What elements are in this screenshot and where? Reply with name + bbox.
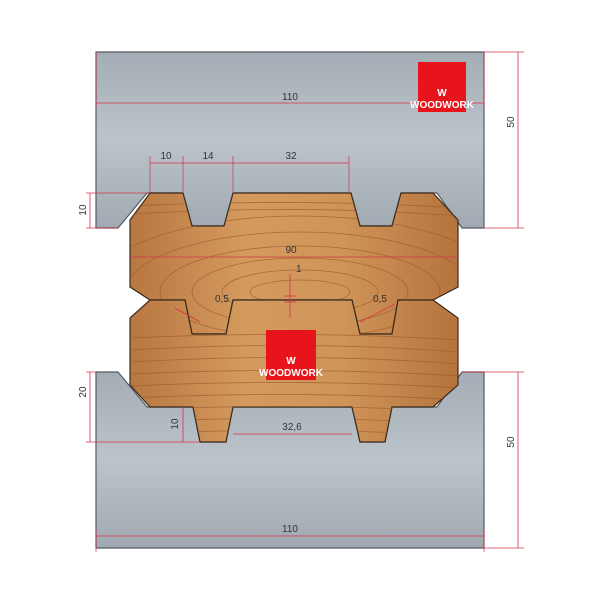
woodwork-logo-center: W WOODWORK [259, 330, 324, 380]
dim-center-gap-label: 1 [296, 264, 302, 275]
dim-chamfer-left-label: 0,5 [215, 294, 229, 305]
dim-log-width-label: 90 [285, 245, 297, 256]
wood-log-upper [129, 192, 459, 335]
dim-top-height: 50 [484, 51, 524, 229]
logo-center-letter: W [286, 356, 296, 367]
dim-top-groove-label: 32 [285, 151, 297, 162]
dim-top-height-label: 50 [506, 116, 517, 128]
dim-bottom-height: 50 [462, 371, 524, 549]
dim-top-groove-depth: 10 [78, 192, 147, 229]
dim-top-width-label: 110 [282, 92, 298, 103]
dim-bottom-groove: 32,6 [233, 422, 352, 435]
dim-bottom-groove-label: 32,6 [282, 422, 302, 433]
dim-top-tooth-1-label: 10 [160, 151, 172, 162]
dim-bottom-groove-depth-outer: 20 [78, 371, 200, 443]
woodwork-logo-top: W WOODWORK [410, 62, 475, 112]
dim-center-gap: 1 [284, 264, 302, 318]
dim-bottom-groove-depth-outer-label: 20 [78, 386, 89, 398]
dim-top-tooth-2-label: 14 [202, 151, 214, 162]
dim-chamfer-right: 0,5 [359, 294, 396, 323]
dim-bottom-width-label: 110 [282, 524, 298, 535]
dim-chamfer-right-label: 0,5 [373, 294, 387, 305]
dim-bottom-groove-depth-inner: 10 [170, 407, 184, 442]
dim-chamfer-left: 0,5 [174, 294, 229, 323]
dim-bottom-groove-depth-inner-label: 10 [170, 418, 181, 430]
dim-bottom-height-label: 50 [506, 436, 517, 448]
dim-log-width: 90 [130, 245, 458, 258]
logo-center-name: WOODWORK [259, 368, 324, 379]
dim-top-groove-depth-label: 10 [78, 204, 89, 216]
logo-top-letter: W [437, 88, 447, 99]
dim-top-teeth: 10 14 32 [149, 151, 350, 193]
logo-top-name: WOODWORK [410, 100, 475, 111]
